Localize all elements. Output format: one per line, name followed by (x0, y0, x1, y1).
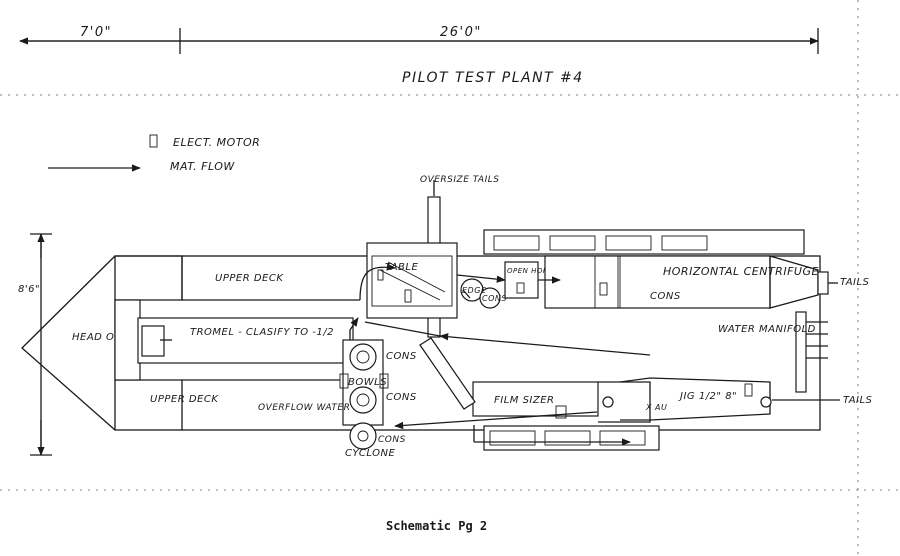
tails-bottom-label: TAILS (843, 395, 873, 406)
film-sizer (472, 381, 660, 451)
page-caption: Schematic Pg 2 (386, 519, 487, 533)
table-discharge (460, 278, 501, 309)
centrifuge-label: HORIZONTAL CENTRIFUGE (663, 265, 819, 278)
au-label: X AU (645, 403, 667, 412)
table-label: TABLE (385, 262, 418, 273)
cyclone-cons-label: CONS (378, 435, 406, 445)
film-sizer-label: FILM SIZER (494, 395, 555, 406)
trailer-hitch (21, 255, 116, 431)
jig-label: JIG 1/2" 8" (678, 391, 737, 402)
bowls-label: BOWLS (348, 377, 387, 388)
dimension-width: 8'6" (18, 284, 40, 295)
cyclone-label: CYCLONE (345, 448, 396, 459)
bowl-top-cons-label: CONS (386, 351, 417, 362)
open-hopper (504, 261, 539, 299)
oversize-tails-label: OVERSIZE TAILS (420, 175, 499, 185)
upper-deck-top-label: UPPER DECK (215, 273, 284, 284)
dimension-front: 7'0" (80, 25, 112, 40)
motor-legend-icon (149, 134, 158, 148)
centrifuge-cons-label: CONS (650, 291, 681, 302)
legend-flow-label: MAT. FLOW (170, 160, 235, 173)
bowls-stack (339, 339, 389, 426)
hopper-motor-icon (516, 282, 525, 294)
horizontal-centrifuge (483, 229, 838, 309)
tails-top-label: TAILS (840, 277, 870, 288)
cyclone (349, 422, 377, 450)
jig (598, 377, 772, 423)
legend-motor-label: ELECT. MOTOR (173, 136, 260, 149)
water-manifold-pipes (795, 311, 828, 393)
trommel-label: TROMEL - CLASIFY TO -1/2 (190, 327, 334, 338)
edge-label: EDGE (462, 286, 487, 295)
shaking-table (366, 242, 458, 319)
water-manifold-label: WATER MANIFOLD (718, 324, 816, 335)
width-dimension: 8'6" (18, 233, 52, 456)
bowl-bottom-cons-label: CONS (386, 392, 417, 403)
upper-deck-bottom-label: UPPER DECK (150, 394, 219, 405)
legend: ELECT. MOTOR MAT. FLOW (48, 134, 260, 173)
table-cons-label: CONS (482, 294, 507, 303)
overflow-water-label: OVERFLOW WATER (258, 403, 350, 413)
trommel (137, 317, 354, 364)
dimension-main: 26'0" (440, 25, 482, 40)
drawing-title: PILOT TEST PLANT #4 (402, 70, 584, 86)
open-hopper-label: OPEN HOPPER (507, 267, 563, 275)
incline-conveyor (419, 337, 476, 410)
length-dimension: 7'0" 26'0" (19, 25, 819, 54)
flow-arrows (349, 263, 651, 446)
